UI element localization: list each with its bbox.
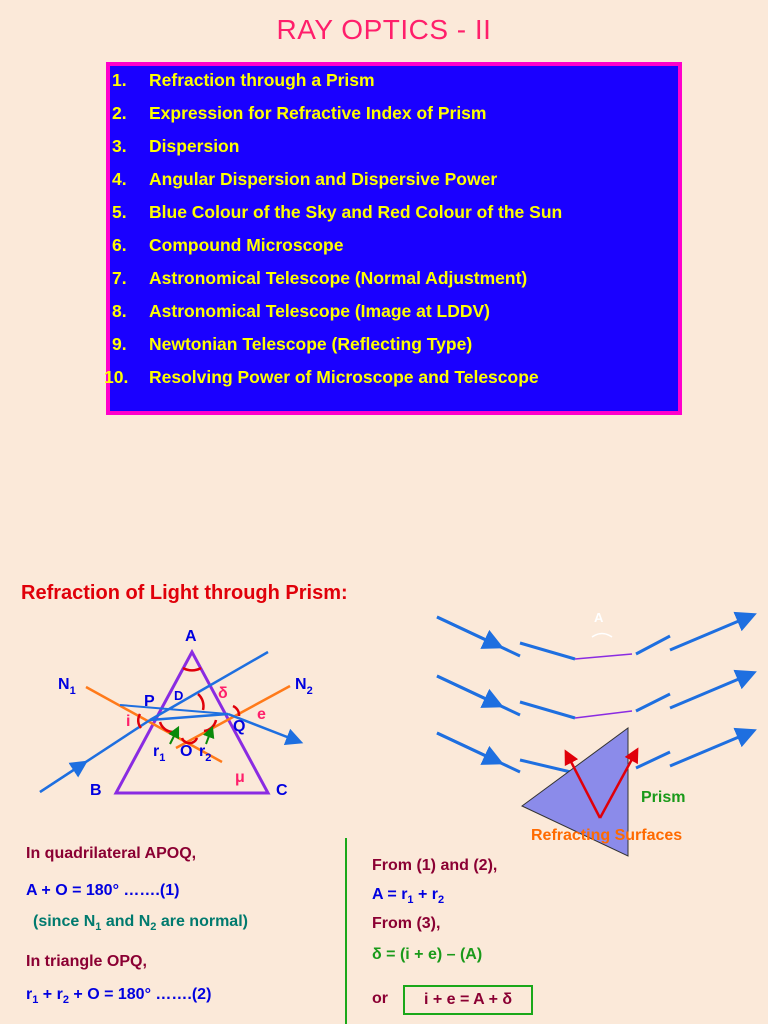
section-title: Refraction of Light through Prism: <box>21 582 348 604</box>
label-d: D <box>174 688 183 703</box>
derivation-line-3: (since N1 and N2 are normal) <box>33 913 248 933</box>
surface-normal-arrow <box>564 749 602 819</box>
topic-number: 10. <box>104 367 129 387</box>
label-n2: N2 <box>295 676 313 697</box>
ray-row-2 <box>436 669 757 720</box>
incident-ray-arrow <box>39 760 88 794</box>
ray-segment <box>519 758 576 775</box>
ray-arrow <box>436 731 504 765</box>
topic-number: 3. <box>112 136 127 156</box>
topics-list-box: 1. Refraction through a Prism 2. Express… <box>104 62 682 415</box>
r2-pointer-arrow <box>203 725 215 745</box>
topic-label: Expression for Refractive Index of Prism <box>149 103 487 123</box>
label-p: P <box>144 693 155 710</box>
or-label: or <box>372 990 388 1007</box>
label-e: e <box>257 706 266 723</box>
label-delta: δ <box>218 685 228 702</box>
topic-label: Newtonian Telescope (Reflecting Type) <box>149 334 473 354</box>
topic-number: 1. <box>112 70 127 90</box>
ray-segment <box>519 641 576 661</box>
angle-r2-arc <box>203 719 218 733</box>
angle-a-arc <box>182 666 202 672</box>
label-c: C <box>276 782 288 799</box>
extended-emergent-line <box>119 704 229 715</box>
topic-number: 4. <box>112 169 127 189</box>
label-b: B <box>90 782 102 799</box>
angle-delta-arc <box>197 693 205 711</box>
derivation-line-1: In quadrilateral APOQ, <box>26 845 197 862</box>
ray-arrow <box>669 669 757 710</box>
ray-arrow <box>669 611 757 652</box>
ray-segment-inside <box>574 653 633 660</box>
ray-segment <box>519 700 576 720</box>
label-a: A <box>185 628 197 645</box>
angle-r1-arc <box>158 721 174 734</box>
ray-arrow <box>436 674 504 708</box>
topic-label: Compound Microscope <box>149 235 344 255</box>
derivation-line-2: A + O = 180° …….(1) <box>26 882 180 899</box>
column-divider <box>345 838 347 1024</box>
derivation-right-line-1: From (1) and (2), <box>372 857 498 874</box>
ray-row-1 <box>436 611 757 661</box>
topic-label: Refraction through a Prism <box>149 70 375 90</box>
topic-number: 6. <box>112 235 127 255</box>
ray-segment <box>635 750 671 770</box>
r1-pointer-arrow <box>168 725 180 745</box>
final-result-box: i + e = A + δ <box>403 985 533 1015</box>
ray-arrow <box>436 615 504 649</box>
page-title: RAY OPTICS - II <box>276 14 492 45</box>
emergent-ray <box>227 712 304 746</box>
label-mu: μ <box>235 769 245 786</box>
derivation-line-4: In triangle OPQ, <box>26 953 147 970</box>
label-q: Q <box>233 718 245 735</box>
label-r1: r1 <box>153 743 165 764</box>
angle-e-arc <box>232 704 241 717</box>
prism-triangle <box>113 648 271 795</box>
ray-segment <box>635 634 671 656</box>
topic-label: Angular Dispersion and Dispersive Power <box>149 169 498 189</box>
topic-label: Astronomical Telescope (Image at LDDV) <box>149 301 491 321</box>
label-r2: r2 <box>199 743 211 764</box>
prism-label: Prism <box>641 789 685 806</box>
label-o: O <box>180 743 192 760</box>
derivation-line-5: r1 + r2 + O = 180° …….(2) <box>26 986 212 1006</box>
prism-refraction-diagram: A B C P Q O D N1 N2 i e δ μ r1 r2 <box>39 628 313 799</box>
apex-arc <box>591 632 613 638</box>
angle-i-arc <box>136 713 143 729</box>
ray-segment-inside <box>574 710 633 719</box>
derivation-right-line-2: A = r1 + r2 <box>372 886 445 906</box>
topic-number: 5. <box>112 202 127 222</box>
surface-normal-arrow <box>598 747 639 819</box>
refracted-ray <box>149 712 229 722</box>
derivation-right-line-4: δ = (i + e) – (A) <box>372 946 483 963</box>
angle-o-arc <box>180 737 199 745</box>
topic-number: 8. <box>112 301 127 321</box>
topic-number: 7. <box>112 268 127 288</box>
apex-label: A <box>594 610 604 625</box>
refracting-surfaces-label: Refracting Surfaces <box>531 827 682 844</box>
derivation-right-line-3: From (3), <box>372 915 441 932</box>
topic-label: Resolving Power of Microscope and Telesc… <box>149 367 539 387</box>
prism-surfaces-diagram: A Prism Refracting Surfaces <box>436 610 757 857</box>
topic-number: 9. <box>112 334 127 354</box>
topic-label: Dispersion <box>149 136 240 156</box>
label-n1: N1 <box>58 676 76 697</box>
topic-label: Blue Colour of the Sky and Red Colour of… <box>149 202 563 222</box>
normal-n1 <box>85 685 223 764</box>
topic-number: 2. <box>112 103 127 123</box>
ray-segment <box>635 692 671 713</box>
ray-row-3 <box>436 727 757 775</box>
label-i: i <box>126 713 130 730</box>
topic-label: Astronomical Telescope (Normal Adjustmen… <box>149 268 528 288</box>
ray-arrow <box>669 727 757 768</box>
